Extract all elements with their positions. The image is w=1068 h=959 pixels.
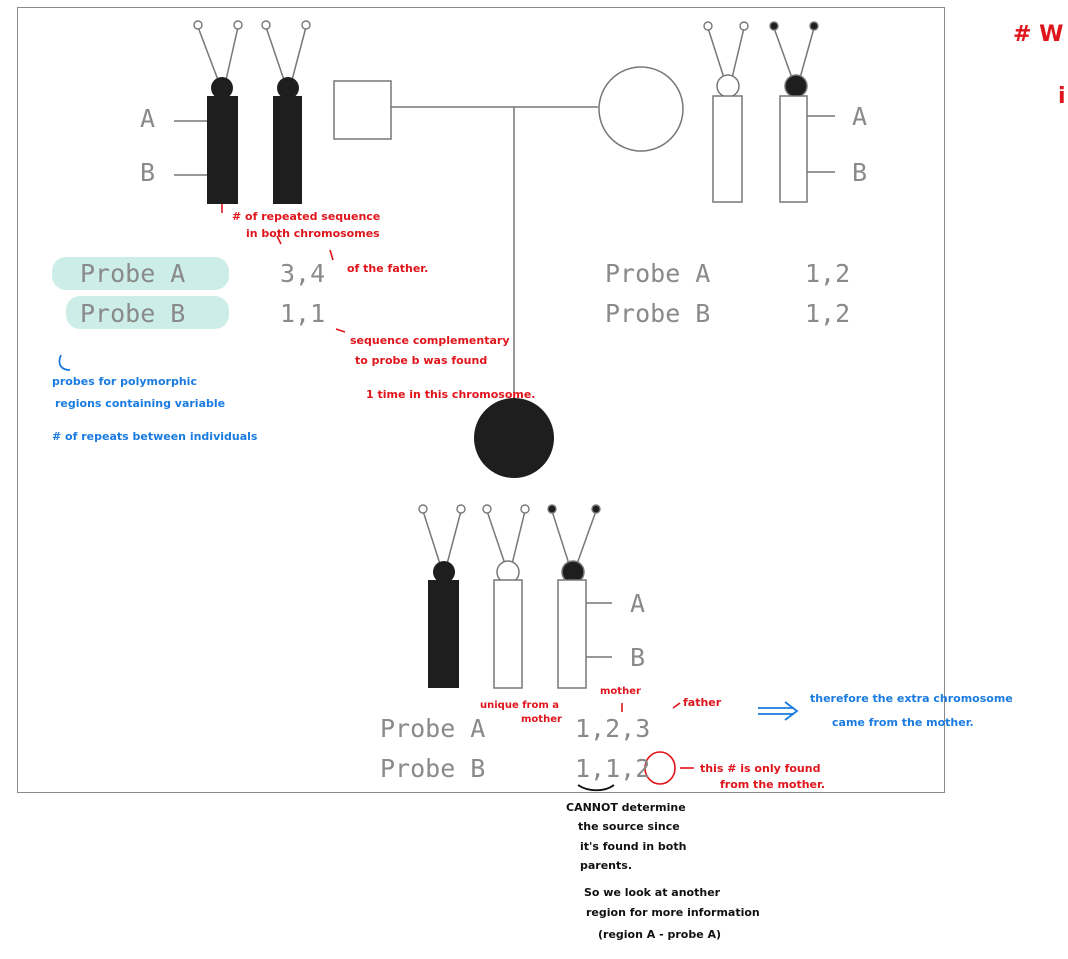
note-probes-line3: # of repeats between individuals — [52, 428, 257, 445]
father-probe-a-value: 3,4 — [280, 261, 325, 286]
note-corner-2: i — [1058, 80, 1066, 114]
note-complementary-line2: to probe b was found — [355, 352, 487, 369]
mother-symbol — [599, 67, 683, 151]
mother-probe-b-value: 1,2 — [805, 301, 850, 326]
note-look-line1: So we look at another — [584, 884, 720, 901]
child-probe-b-label: Probe B — [380, 756, 485, 781]
mother-label-b: B — [852, 160, 867, 185]
note-repeated-line1: # of repeated sequence — [232, 208, 380, 225]
mother-label-a: A — [852, 104, 867, 129]
note-cannot-line3: it's found in both — [580, 838, 686, 855]
note-complementary-line1: sequence complementary — [350, 332, 510, 349]
note-repeated-line2: in both chromosomes — [246, 225, 380, 242]
mother-probe-a-value: 1,2 — [805, 261, 850, 286]
child-label-a: A — [630, 591, 645, 616]
note-look-line3: (region A - probe A) — [598, 926, 721, 943]
father-label-a: A — [140, 106, 155, 131]
child-probe-b-value: 1,1,2 — [575, 756, 650, 781]
child-label-b: B — [630, 645, 645, 670]
father-chromosomes — [207, 77, 302, 204]
child-probe-a-value: 1,2,3 — [575, 716, 650, 741]
note-father: father — [683, 694, 721, 711]
mother-chromosomes — [713, 75, 807, 202]
father-symbol — [334, 81, 391, 139]
note-probes-line2: regions containing variable — [55, 395, 225, 412]
father-label-b: B — [140, 160, 155, 185]
note-unique-mother-word: mother — [521, 712, 562, 728]
note-corner-1: # W — [1013, 18, 1063, 52]
mother-probe-b-label: Probe B — [605, 301, 710, 326]
father-probe-b-value: 1,1 — [280, 301, 325, 326]
child-probe-a-label: Probe A — [380, 716, 485, 741]
note-repeated-line3: of the father. — [347, 260, 428, 277]
child-symbol — [474, 398, 554, 478]
note-cannot-line4: parents. — [580, 857, 632, 874]
note-cannot-line1: CANNOT determine — [566, 799, 686, 816]
mother-probe-a-label: Probe A — [605, 261, 710, 286]
note-probes-line1: probes for polymorphic — [52, 373, 197, 390]
note-look-line2: region for more information — [586, 904, 760, 921]
father-probe-a-label: Probe A — [80, 261, 185, 286]
father-probe-b-label: Probe B — [80, 301, 185, 326]
note-therefore-line1: therefore the extra chromosome — [810, 690, 1013, 707]
note-only-found-line2: from the mother. — [720, 776, 825, 793]
note-cannot-line2: the source since — [578, 818, 680, 835]
note-only-found-line1: this # is only found — [700, 760, 820, 777]
note-mother: mother — [600, 684, 641, 700]
note-complementary-line3: 1 time in this chromosome. — [366, 386, 536, 403]
note-therefore-line2: came from the mother. — [832, 714, 974, 731]
child-chromosomes — [428, 561, 586, 688]
